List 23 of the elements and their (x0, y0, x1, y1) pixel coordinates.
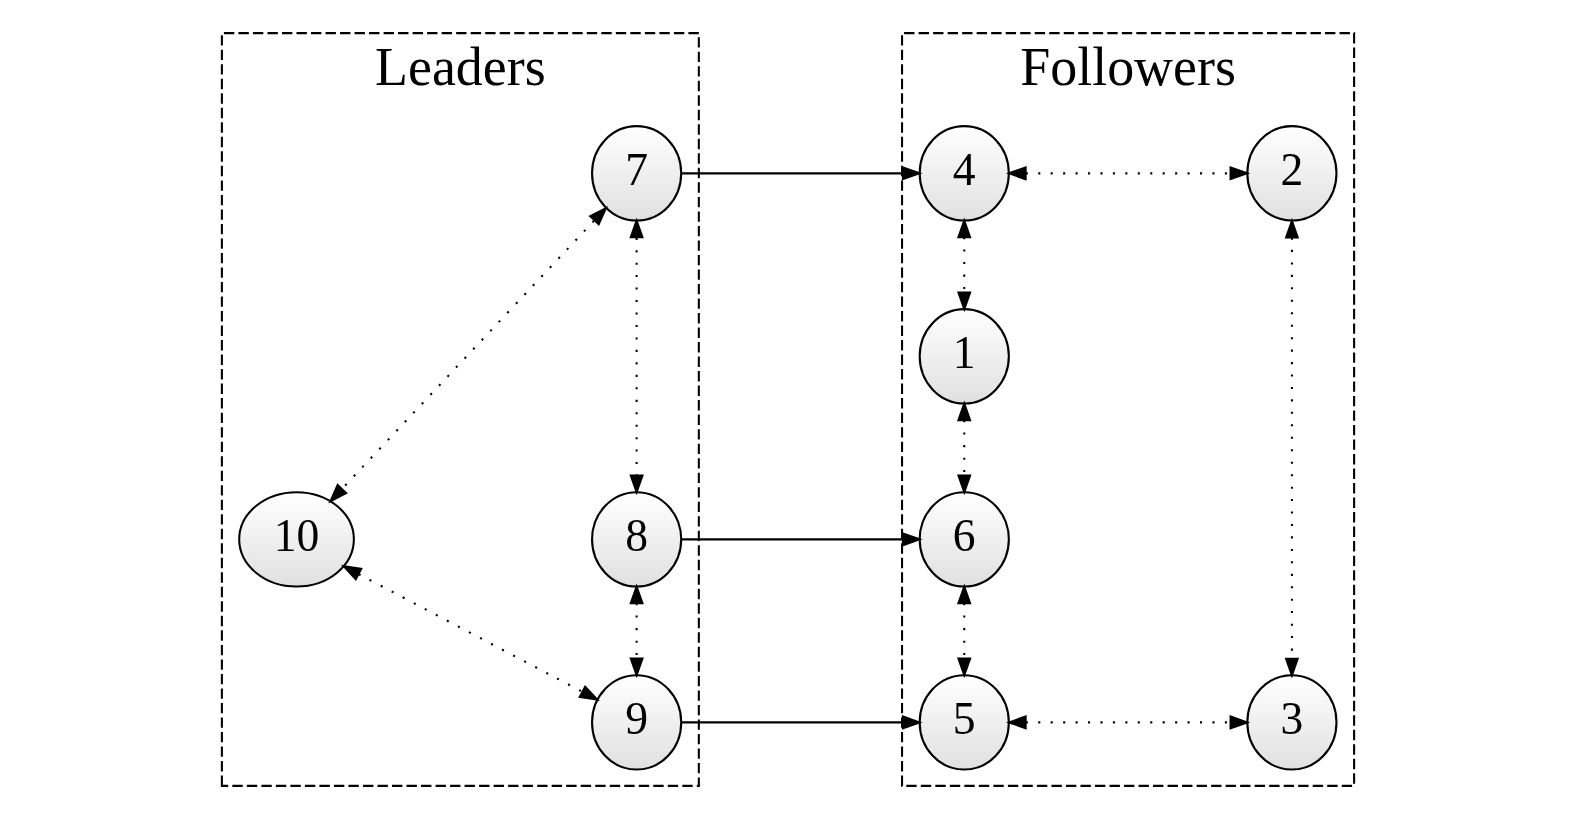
arrow (1284, 217, 1299, 679)
node-circle: 4 (918, 125, 1010, 222)
node-circle: 1 (918, 308, 1010, 405)
node-circle: 6 (918, 491, 1010, 588)
arrow (628, 217, 644, 496)
node-circle: 3 (1245, 674, 1338, 771)
arrow (680, 532, 923, 547)
arrow (1005, 715, 1250, 730)
node-ellipse: 10 (237, 491, 355, 588)
node-circle: 8 (590, 491, 682, 588)
arrow (327, 205, 608, 504)
arrow (956, 400, 972, 496)
node-circle: 5 (918, 674, 1010, 771)
arrow (340, 564, 600, 701)
node-circle: 7 (590, 125, 682, 222)
arrow (680, 715, 923, 730)
arrow (680, 166, 923, 181)
arrow (956, 583, 972, 679)
arrow (628, 583, 644, 679)
node-circle: 2 (1245, 125, 1338, 222)
arrow (956, 217, 972, 313)
node-circle: 9 (590, 674, 682, 771)
arrow (1005, 166, 1250, 181)
